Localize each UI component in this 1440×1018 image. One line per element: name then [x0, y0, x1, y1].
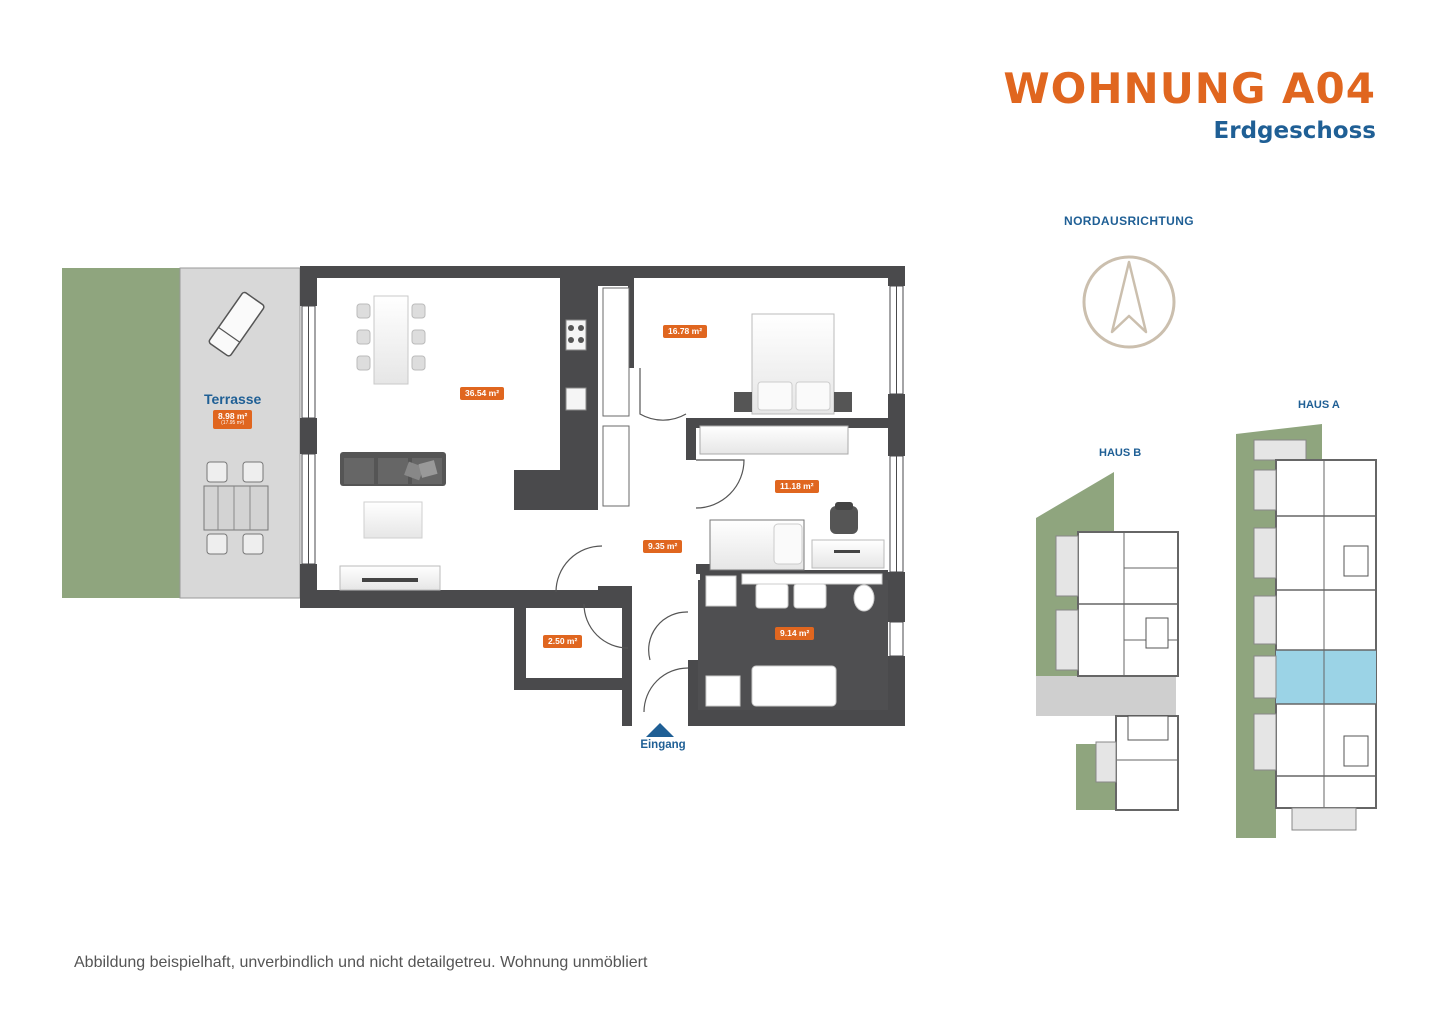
- apartment-a04-highlight: [1276, 650, 1376, 704]
- sofa: [340, 452, 446, 486]
- terrace-dining-set: [203, 461, 269, 555]
- room-hall: 9.35 m²: [643, 540, 683, 554]
- terrasse-area-badge: 8.98 m² (17.95 m²): [213, 410, 253, 429]
- north-compass-icon: [1082, 255, 1176, 349]
- floor-subtitle: Erdgeschoss: [1213, 118, 1376, 144]
- bed: [734, 313, 852, 415]
- entrance-arrow-icon: [646, 723, 674, 737]
- coffee-table: [363, 501, 423, 539]
- room-storage: 2.50 m²: [543, 635, 583, 649]
- room-living: 36.54 m²: [460, 387, 505, 401]
- office-furniture: [709, 502, 885, 571]
- exterior-walls: [300, 266, 905, 726]
- haus-b-site-plan: [1036, 472, 1179, 811]
- room-office: 11.18 m²: [775, 480, 819, 494]
- haus-a-site-plan: [1236, 424, 1377, 838]
- room-terrasse: Terrasse 8.98 m² (17.95 m²): [204, 391, 261, 429]
- garden-area: [62, 268, 180, 598]
- bath-area-badge: 9.14 m²: [775, 627, 815, 641]
- wardrobe: [602, 287, 630, 507]
- bedroom-area-badge: 16.78 m²: [663, 325, 708, 339]
- living-area-badge: 36.54 m²: [460, 387, 505, 401]
- north-orientation-label: NORDAUSRICHTUNG: [1064, 214, 1194, 228]
- page-title: WOHNUNG A04: [1003, 64, 1376, 113]
- disclaimer-text: Abbildung beispielhaft, unverbindlich un…: [74, 954, 648, 971]
- terrasse-label: Terrasse: [204, 391, 262, 407]
- room-bedroom: 16.78 m²: [663, 325, 708, 339]
- bedroom-wardrobe: [699, 425, 849, 455]
- tv-icon: [362, 578, 418, 582]
- bathroom-fixtures: [705, 573, 883, 707]
- haus-a-label: HAUS A: [1298, 399, 1340, 411]
- hall-area-badge: 9.35 m²: [643, 540, 683, 554]
- kitchen-counter: [565, 319, 587, 411]
- storage-area-badge: 2.50 m²: [543, 635, 583, 649]
- sun-lounger: [208, 291, 265, 357]
- door-swings: [555, 368, 745, 713]
- haus-b-label: HAUS B: [1099, 447, 1142, 459]
- dining-table: [356, 295, 426, 385]
- entrance-label: Eingang: [640, 739, 686, 751]
- office-area-badge: 11.18 m²: [775, 480, 819, 494]
- room-bath: 9.14 m²: [775, 627, 815, 641]
